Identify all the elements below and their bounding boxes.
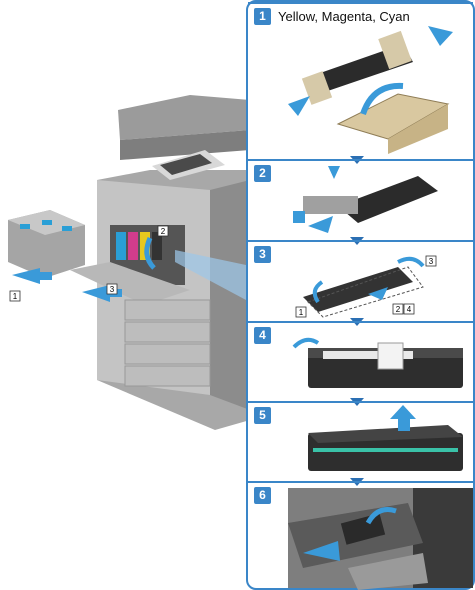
printer-callout-2: 2 bbox=[157, 225, 169, 237]
step-3: 3 1 2 4 3 bbox=[248, 240, 473, 320]
step-4: 4 bbox=[248, 321, 473, 400]
step-5: 5 bbox=[248, 401, 473, 480]
step3-callout-3: 3 bbox=[425, 255, 437, 267]
printer-illustration: 1 2 3 bbox=[8, 95, 250, 430]
step3-callout-1: 1 bbox=[295, 306, 307, 318]
toner-insert-illustration bbox=[293, 166, 438, 233]
cover-removal-illustration bbox=[308, 405, 463, 471]
svg-text:1: 1 bbox=[299, 308, 304, 317]
remove-arrow-3 bbox=[82, 285, 110, 302]
svg-text:1: 1 bbox=[13, 292, 18, 301]
step-number: 1 bbox=[254, 8, 271, 25]
rotate-arrow-2 bbox=[144, 236, 156, 270]
remove-arrow-1 bbox=[12, 268, 40, 284]
svg-text:2: 2 bbox=[396, 305, 401, 314]
step-2: 2 bbox=[248, 159, 473, 239]
printer-callout-1: 1 bbox=[9, 290, 21, 302]
step-1: 1 Yellow, Magenta, Cyan bbox=[248, 2, 473, 155]
toner-lock-illustration: 1 2 4 3 bbox=[295, 255, 437, 318]
step-number: 5 bbox=[254, 407, 271, 424]
step-title: Yellow, Magenta, Cyan bbox=[278, 9, 410, 24]
step-number: 4 bbox=[254, 327, 271, 344]
step-number: 2 bbox=[254, 165, 271, 182]
printer-callout-3: 3 bbox=[106, 283, 118, 295]
svg-text:3: 3 bbox=[429, 257, 434, 266]
svg-text:4: 4 bbox=[407, 305, 412, 314]
step3-callout-4: 4 bbox=[403, 303, 415, 315]
svg-text:2: 2 bbox=[161, 227, 166, 236]
toner-shake-illustration bbox=[288, 26, 453, 154]
svg-text:3: 3 bbox=[110, 285, 115, 294]
seal-removal-illustration bbox=[292, 337, 463, 388]
toner-install-illustration bbox=[288, 488, 473, 590]
step-number: 3 bbox=[254, 246, 271, 263]
step-number: 6 bbox=[254, 487, 271, 504]
step3-callout-2: 2 bbox=[392, 303, 404, 315]
step-6: 6 bbox=[248, 481, 473, 590]
